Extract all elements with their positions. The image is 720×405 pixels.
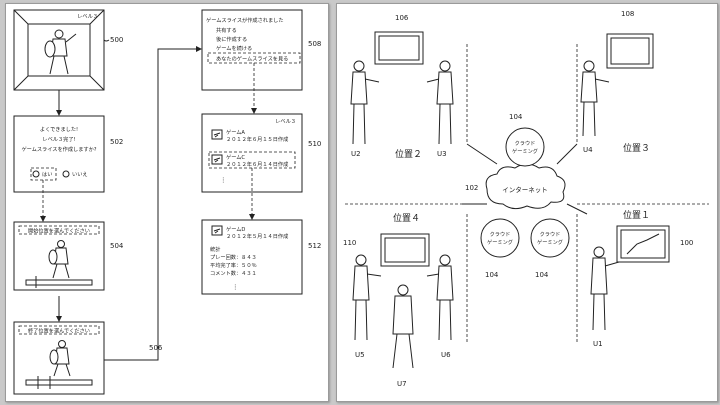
ref-510: 510 [308,140,321,148]
cloud-gaming-right: クラウド ゲーミング 104 [530,218,570,279]
user-figure [352,254,382,341]
user-u4: U4 [583,146,593,154]
user-figure [426,60,454,145]
stat-completion: 平均完了率：５０％ [210,261,257,269]
screen-502-line1: よくできました! [40,126,78,133]
location-4: 110 位置４ U5 U6 U7 [343,212,454,388]
internet-label: インターネット [502,185,548,194]
location-1: 100 位置１ U1 [590,209,693,348]
screen-508-option-2[interactable]: 後に作成する [216,35,247,43]
screen-504-prompt: 開始位置を選んでください [28,227,90,235]
user-figure [590,246,620,331]
cloud-gaming-left: クラウド ゲーミング 104 [480,218,520,279]
stat-comments: コメント数：４３１ [210,269,257,277]
user-u1: U1 [593,340,603,348]
quadrant-dividers [345,44,709,344]
stats-title: 統計 [210,245,220,253]
user-u5: U5 [355,351,365,359]
no-option[interactable]: いいえ [72,171,88,178]
location-4-label: 位置４ [393,212,420,224]
left-patent-sheet: レベル３ 500 よくできました! レベル３完了! ゲームスライスを作成しますか… [5,3,329,402]
ref-508: 508 [308,40,321,48]
cloud-gaming-top: クラウド ゲーミング 104 [505,113,545,167]
screen-508-title: ゲームスライスが作成されました [206,16,284,24]
game-d-date: ２０１２年５月１４日作成 [226,232,288,240]
ref-110: 110 [343,239,356,247]
cloud-gaming-label: ゲーミング [487,238,513,246]
ref-500: 500 [110,36,123,44]
screen-510-level: レベル３ [275,118,296,125]
internet-cloud: インターネット [485,163,566,210]
screen-508-option-3[interactable]: ゲームを続ける [216,44,252,52]
ref-100: 100 [680,239,693,247]
user-u6: U6 [441,351,451,359]
network-diagram: インターネット 102 クラウド ゲーミング 104 クラウド ゲーミング 10… [343,10,709,388]
ref-102: 102 [465,184,478,192]
ref-502: 502 [110,138,123,146]
location-2-label: 位置２ [395,148,422,160]
ref-504: 504 [110,242,124,250]
screen-512: ゲームD ２０１２年５月１４日作成 統計 プレー回数：８４３ 平均完了率：５０％… [201,219,303,295]
cloud-gaming-label: クラウド [490,230,511,238]
user-u2: U2 [351,150,361,158]
warrior-figure [44,29,77,75]
game-a-date: ２０１２年６月１５日作成 [226,135,288,143]
user-u7: U7 [397,380,407,388]
stat-plays: プレー回数：８４３ [210,253,257,261]
screen-502-line3: ゲームスライスを作成しますか? [21,145,96,153]
game-a-name[interactable]: ゲームA [226,128,245,136]
user-u3: U3 [437,150,447,158]
more-dots: ⋮ [232,283,239,291]
ref-506: 506 [149,344,163,352]
user-figure [392,284,414,369]
location-3-label: 位置３ [623,142,650,154]
screen-502: よくできました! レベル３完了! ゲームスライスを作成しますか? はい いいえ [13,115,105,193]
connection-lines [462,143,588,215]
game-d-name: ゲームD [226,225,245,233]
screen-504: 開始位置を選んでください [13,221,105,291]
screen-500-level: レベル３ [77,13,98,20]
screen-506: 終了位置を選んでください [13,321,105,395]
cloud-gaming-label: クラウド [540,230,561,238]
ref-106: 106 [395,14,409,22]
location-2: 106 U2 U3 位置２ [350,14,454,160]
arrow-506-508 [104,48,200,361]
screen-500: レベル３ [13,9,105,91]
user-figure [580,60,610,137]
screen-508: ゲームスライスが作成されました 共有する 後に作成する ゲームを続ける あなたの… [201,9,303,91]
flowchart-diagram: レベル３ 500 よくできました! レベル３完了! ゲームスライスを作成しますか… [13,9,321,395]
game-c-date: ２０１２年６月１４日作成 [226,160,288,168]
ref-104: 104 [535,271,549,279]
game-c-name[interactable]: ゲームC [226,153,245,161]
screen-510: レベル３ ゲームA ２０１２年６月１５日作成 ゲームC ２０１２年６月１４日作成… [201,113,303,193]
ref-512: 512 [308,242,321,250]
screen-502-line2: レベル３完了! [42,135,75,143]
screen-508-selected-option[interactable]: あなたのゲームスライスを見る [216,55,288,63]
location-3: 108 U4 位置３ [580,10,654,154]
ref-108: 108 [621,10,634,18]
location-1-label: 位置１ [623,209,650,221]
cloud-gaming-label: ゲーミング [537,238,563,246]
screen-506-prompt: 終了位置を選んでください [28,327,90,335]
cloud-gaming-label: ゲーミング [512,147,538,155]
ref-104: 104 [509,113,523,121]
user-figure [426,254,454,341]
right-patent-sheet: インターネット 102 クラウド ゲーミング 104 クラウド ゲーミング 10… [336,3,718,402]
more-dots: ⋮ [220,176,227,184]
yes-option[interactable]: はい [42,171,52,178]
user-figure [350,60,380,145]
cloud-gaming-label: クラウド [515,139,536,147]
screen-508-option-1[interactable]: 共有する [216,26,237,34]
ref-104: 104 [485,271,499,279]
